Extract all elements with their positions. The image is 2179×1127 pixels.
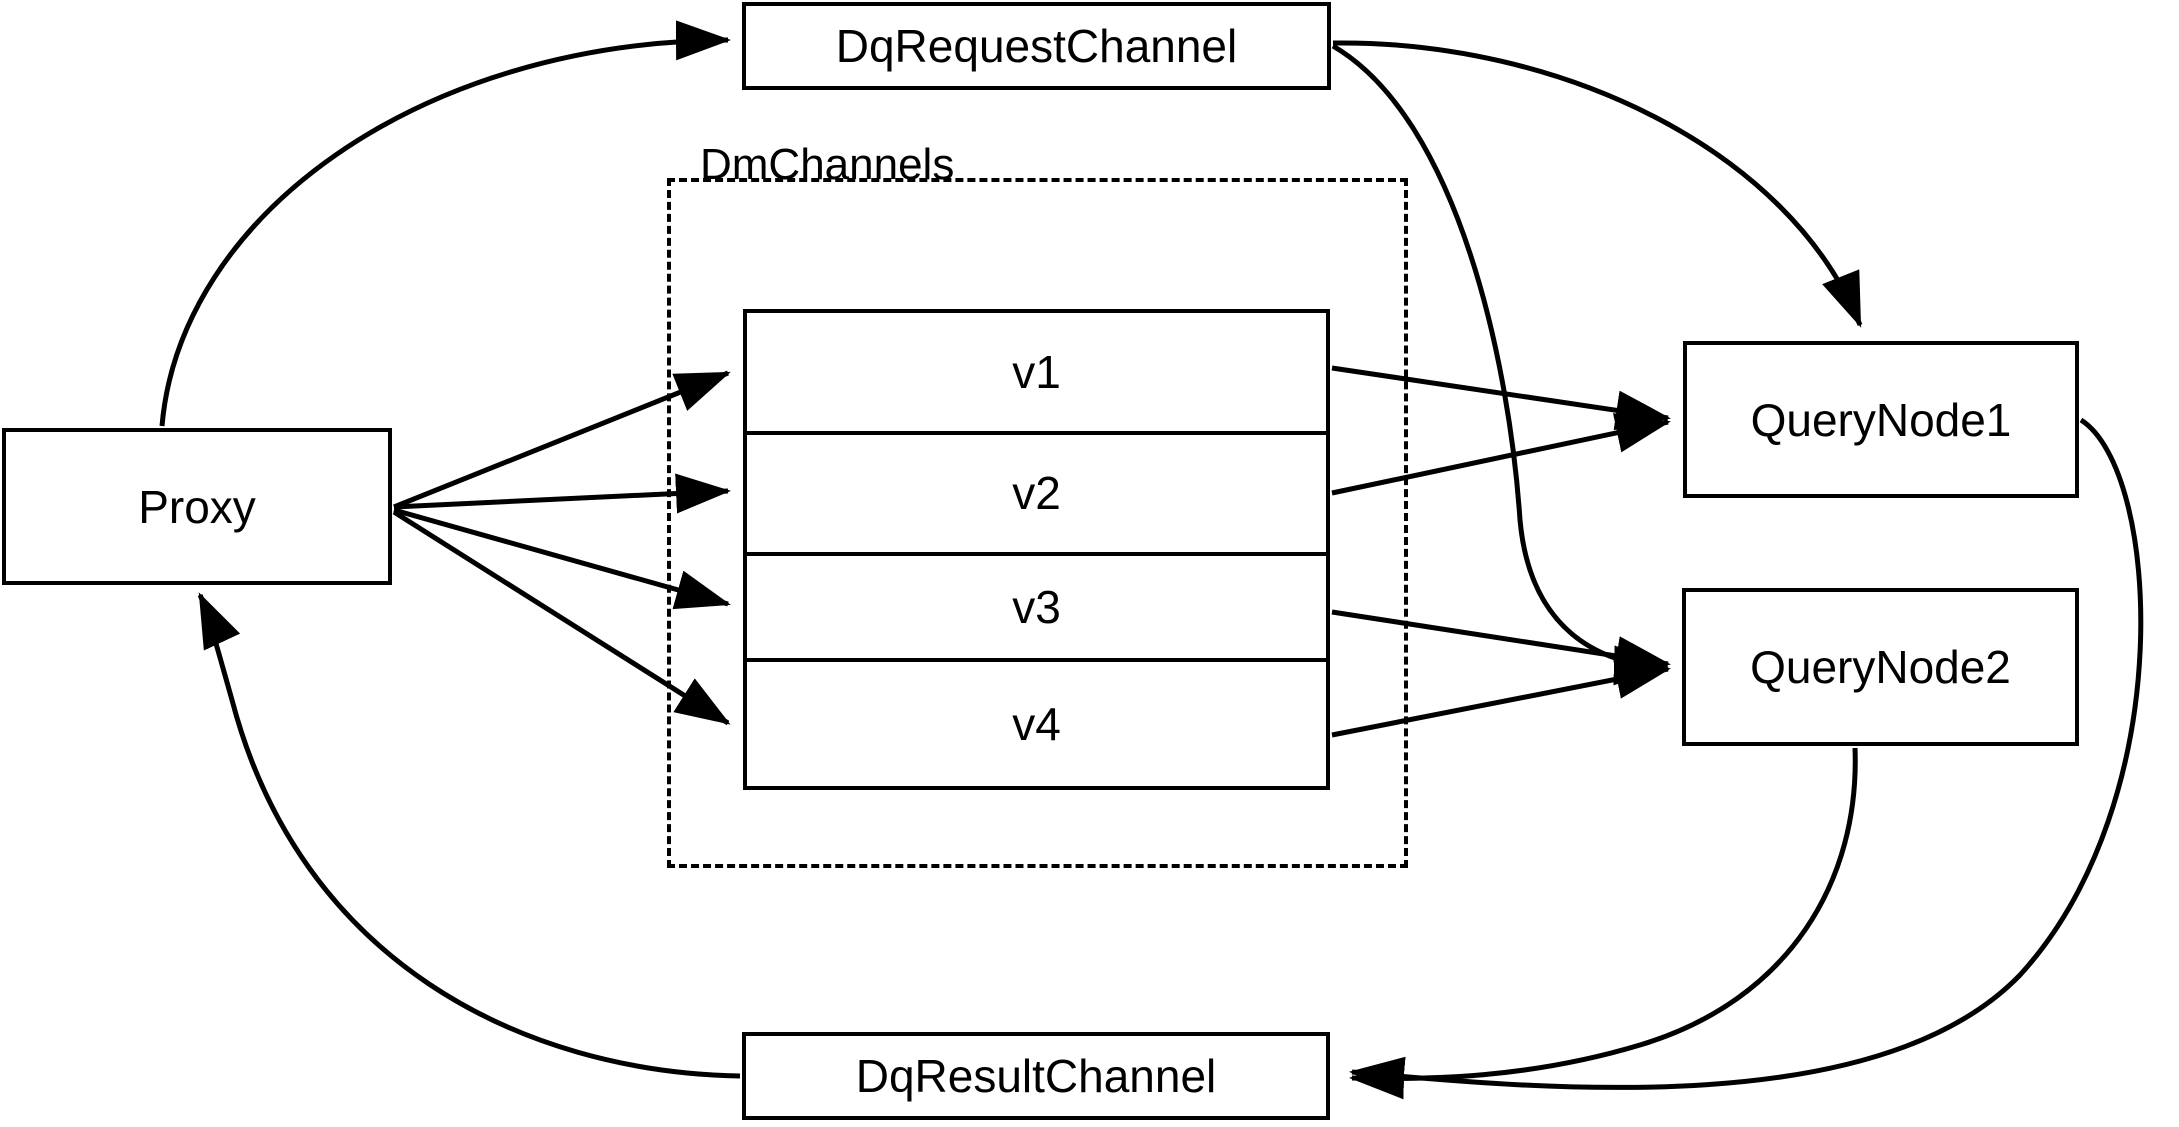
- node-querynode1[interactable]: QueryNode1: [1683, 341, 2079, 498]
- edge-dq-result-to-proxy: [197, 592, 741, 1079]
- dm-channel-row-v3[interactable]: v3: [747, 556, 1326, 663]
- dm-channel-row-v1[interactable]: v1: [747, 313, 1326, 435]
- dm-channel-label-v4: v4: [1012, 698, 1061, 751]
- dm-channel-row-v4[interactable]: v4: [747, 662, 1326, 786]
- edge-v3-to-querynode2: [1331, 609, 1671, 676]
- node-dq-result-channel-label: DqResultChannel: [855, 1050, 1217, 1102]
- dm-channel-stack: v1 v2 v3 v4: [743, 309, 1330, 790]
- edge-querynode1-to-dq-result: [1349, 417, 2144, 1097]
- dm-channel-row-v2[interactable]: v2: [747, 435, 1326, 556]
- node-querynode2-label: QueryNode2: [1750, 641, 2011, 693]
- edge-proxy-to-v3: [393, 507, 731, 610]
- edge-querynode2-to-dq-result: [1349, 747, 1858, 1100]
- node-dq-request-channel-label: DqRequestChannel: [835, 20, 1238, 72]
- group-dmchannels-label: DmChannels: [700, 140, 955, 189]
- edge-dq-request-to-querynode2: [1331, 43, 1669, 686]
- edge-v4-to-querynode2: [1331, 659, 1671, 738]
- node-querynode1-label: QueryNode1: [1750, 393, 2012, 446]
- node-querynode2[interactable]: QueryNode2: [1682, 588, 2079, 746]
- edge-v1-to-querynode1: [1331, 365, 1671, 431]
- node-dq-request-channel[interactable]: DqRequestChannel: [742, 2, 1331, 90]
- edge-v2-to-querynode1: [1331, 413, 1671, 496]
- node-dq-result-channel[interactable]: DqResultChannel: [742, 1032, 1330, 1120]
- dm-channel-label-v3: v3: [1012, 581, 1061, 633]
- edge-proxy-to-v4: [392, 509, 731, 726]
- group-dmchannels: [667, 178, 1408, 868]
- dm-channel-label-v1: v1: [1012, 345, 1061, 398]
- edge-proxy-to-dq-request: [159, 20, 731, 427]
- edge-proxy-to-v1: [393, 370, 731, 510]
- dm-channel-label-v2: v2: [1012, 467, 1061, 520]
- node-proxy-label: Proxy: [138, 480, 256, 533]
- node-proxy[interactable]: Proxy: [2, 428, 392, 585]
- edge-dq-request-to-querynode1: [1332, 40, 1863, 328]
- edge-proxy-to-v2: [393, 473, 731, 514]
